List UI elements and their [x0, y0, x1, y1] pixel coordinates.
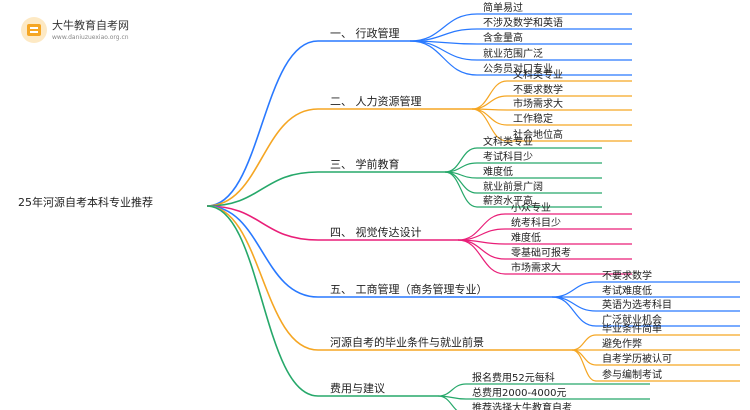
leaf-topic: 自考学历被认可: [602, 352, 672, 365]
leaf-topic: 社会地位高: [513, 128, 563, 141]
branch-connector: [206, 205, 319, 397]
leaf-topic: 公务员对口专业: [483, 62, 553, 75]
leaf-topic: 参与编制考试: [602, 368, 662, 381]
leaf-topic: 零基础可报考: [511, 246, 571, 259]
branch-connector: [206, 40, 319, 207]
leaf-topic: 难度低: [483, 165, 513, 178]
leaf-topic: 文科类专业: [483, 135, 533, 148]
branch-topic: 河源自考的毕业条件与就业前景: [330, 335, 484, 349]
leaf-topic: 小众专业: [511, 201, 551, 214]
leaf-topic: 薪资水平高: [483, 194, 533, 207]
leaf-topic: 不涉及数学和英语: [483, 16, 563, 29]
leaf-connector: [444, 171, 478, 208]
leaf-connector: [571, 349, 597, 382]
leaf-topic: 避免作弊: [602, 337, 642, 350]
branch-topic: 三、 学前教育: [330, 157, 400, 171]
branch-connector: [206, 205, 319, 241]
branch-topic: 费用与建议: [330, 381, 385, 395]
leaf-connector: [444, 147, 478, 173]
root-topic: 25年河源自考本科专业推荐: [18, 195, 153, 209]
leaf-connector: [457, 239, 506, 275]
branch-connector: [206, 205, 319, 298]
logo-icon: [21, 17, 47, 43]
leaf-topic: 含金量高: [483, 31, 523, 44]
leaf-connector: [471, 108, 508, 126]
leaf-topic: 不要求数学: [602, 269, 652, 282]
branch-topic: 一、 行政管理: [330, 26, 400, 40]
leaf-connector: [437, 395, 458, 410]
leaf-topic: 考试难度低: [602, 284, 652, 297]
leaf-connector: [551, 296, 597, 327]
leaf-connector: [409, 13, 478, 42]
leaf-topic: 难度低: [511, 231, 541, 244]
leaf-topic: 市场需求大: [513, 97, 563, 110]
leaf-topic: 考试科目少: [483, 150, 533, 163]
leaf-topic: 简单易过: [483, 1, 523, 14]
branch-topic: 四、 视觉传达设计: [330, 225, 422, 239]
leaf-connector: [437, 383, 467, 397]
leaf-connector: [571, 349, 597, 366]
leaf-connector: [471, 95, 508, 110]
leaf-topic: 文科类专业: [513, 68, 563, 81]
branch-topic: 五、 工商管理（商务管理专业）: [330, 282, 488, 296]
leaf-connector: [551, 281, 597, 298]
leaf-connector: [457, 228, 506, 241]
leaf-topic: 就业范围广泛: [483, 47, 543, 60]
logo-url: www.daniuzuexiao.org.cn: [52, 34, 129, 41]
logo: 大牛教育自考网 www.daniuzuexiao.org.cn: [20, 14, 140, 48]
leaf-connector: [551, 296, 597, 312]
leaf-topic: 不要求数学: [513, 83, 563, 96]
leaf-topic: 工作稳定: [513, 112, 553, 125]
leaf-topic: 推荐选择大牛教育自考: [472, 401, 572, 410]
leaf-connector: [457, 213, 506, 241]
logo-title: 大牛教育自考网: [52, 19, 129, 32]
leaf-topic: 报名费用52元每科: [472, 371, 555, 384]
branch-topic: 二、 人力资源管理: [330, 94, 422, 108]
branch-connector: [206, 205, 319, 351]
leaf-topic: 总费用2000-4000元: [472, 386, 567, 399]
leaf-topic: 就业前景广阔: [483, 180, 543, 193]
leaf-topic: 英语为选考科目: [602, 298, 672, 311]
leaf-connector: [409, 28, 478, 42]
leaf-connector: [471, 80, 508, 110]
leaf-topic: 毕业条件简单: [602, 322, 662, 335]
leaf-connector: [471, 108, 508, 142]
leaf-connector: [409, 40, 478, 76]
leaf-topic: 统考科目少: [511, 216, 561, 229]
leaf-connector: [571, 334, 597, 351]
branch-connector: [206, 171, 319, 207]
leaf-topic: 广泛就业机会: [602, 313, 662, 326]
leaf-topic: 市场需求大: [511, 261, 561, 274]
branch-connector: [206, 108, 319, 207]
